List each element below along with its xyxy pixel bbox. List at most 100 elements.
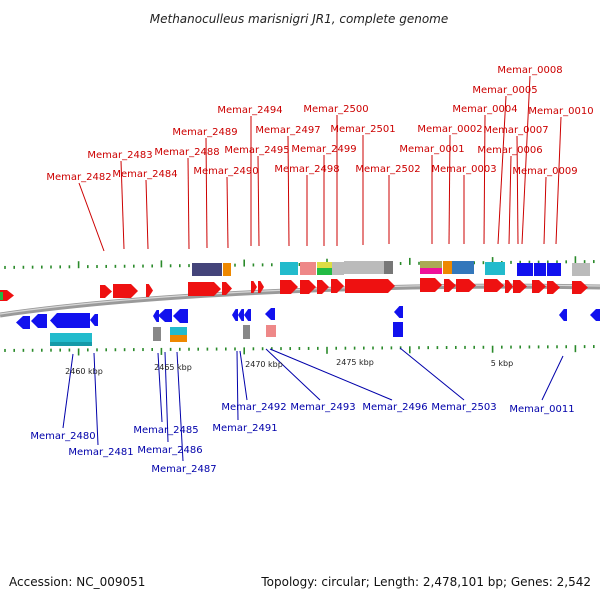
label-connector: [399, 347, 465, 401]
genome-title: Methanoculleus marisnigri JR1, complete …: [150, 12, 449, 26]
reverse-gene-arrow: [244, 309, 251, 321]
gene-label[interactable]: Memar_2485: [133, 425, 198, 436]
gene-label[interactable]: Memar_0001: [399, 144, 464, 155]
gene-label[interactable]: Memar_2486: [137, 445, 202, 456]
gene-label[interactable]: Memar_2496: [362, 402, 427, 413]
label-connector: [516, 135, 519, 245]
reverse-gene-arrow: [158, 309, 172, 322]
gene-label[interactable]: Memar_2494: [217, 105, 282, 116]
gene-label[interactable]: Memar_2491: [212, 423, 277, 434]
gene-label[interactable]: Memar_2490: [193, 166, 258, 177]
domain-box: [170, 335, 187, 342]
label-connector: [543, 176, 547, 245]
gene-label[interactable]: Memar_2488: [154, 147, 219, 158]
domain-box: [280, 262, 298, 275]
label-connector: [62, 353, 74, 429]
label-connector: [164, 351, 169, 443]
gene-label[interactable]: Memar_2483: [87, 150, 152, 161]
domain-box: [485, 262, 505, 275]
label-connector: [483, 114, 486, 245]
domain-box: [393, 322, 403, 337]
domain-box: [420, 261, 442, 268]
label-connector: [145, 179, 149, 250]
upper-tick-marks: [4, 256, 595, 269]
domain-box: [332, 262, 344, 275]
domain-box: [452, 261, 474, 274]
label-connector: [93, 352, 99, 446]
label-connector: [236, 350, 239, 421]
forward-gene-arrow: [420, 278, 442, 292]
gene-label[interactable]: Memar_0002: [417, 124, 482, 135]
reverse-gene-arrow: [16, 316, 30, 329]
gene-label[interactable]: Memar_0008: [497, 65, 562, 76]
gene-label[interactable]: Memar_2487: [151, 464, 216, 475]
label-connector: [555, 116, 562, 245]
gene-label[interactable]: Memar_2501: [330, 124, 395, 135]
upper-label-connectors: [78, 75, 562, 252]
gene-label[interactable]: Memar_2481: [68, 447, 133, 458]
gene-label[interactable]: Memar_2482: [46, 172, 111, 183]
reverse-gene-arrow: [232, 309, 238, 321]
lower-label-connectors: [62, 347, 564, 462]
forward-gene-arrow: [331, 279, 344, 293]
gene-label[interactable]: Memar_0006: [477, 145, 542, 156]
reverse-gene-arrow: [173, 309, 188, 323]
reverse-gene-arrow: [31, 314, 47, 328]
axis-label-2460: 2460 kbp: [65, 367, 103, 376]
label-connector: [497, 95, 507, 245]
gene-label[interactable]: Memar_2499: [291, 144, 356, 155]
forward-gene-arrow: [146, 284, 153, 297]
gene-label[interactable]: Memar_2489: [172, 127, 237, 138]
gene-label[interactable]: Memar_2497: [255, 125, 320, 136]
axis-label-5kbp: 5 kbp: [491, 359, 513, 368]
axis-label-2465: 2465 kbp: [154, 363, 192, 372]
forward-gene-arrow: [572, 281, 588, 294]
gene-label[interactable]: Memar_2502: [355, 164, 420, 175]
label-connector: [287, 135, 290, 247]
label-connector: [257, 155, 260, 247]
gene-label[interactable]: Memar_2495: [224, 145, 289, 156]
gene-label[interactable]: Memar_0005: [472, 85, 537, 96]
gene-label[interactable]: Memar_2498: [274, 164, 339, 175]
forward-gene-arrow: [188, 282, 221, 296]
domain-box: [192, 263, 222, 276]
gene-label[interactable]: Memar_0010: [528, 106, 593, 117]
gene-label[interactable]: Memar_2500: [303, 104, 368, 115]
reverse-gene-arrow: [265, 308, 275, 320]
forward-gene-arrow: [444, 279, 456, 292]
gene-label[interactable]: Memar_2484: [112, 169, 177, 180]
reverse-strand-genes: [16, 306, 600, 329]
protein-domain-boxes: [0, 261, 590, 346]
gene-label[interactable]: Memar_0009: [512, 166, 577, 177]
gene-label[interactable]: Memar_0004: [452, 104, 517, 115]
label-connector: [187, 157, 190, 250]
lower-tick-marks: [4, 345, 595, 356]
gene-label[interactable]: Memar_0011: [509, 404, 574, 415]
gene-label[interactable]: Memar_2480: [30, 431, 95, 442]
domain-box: [170, 327, 187, 335]
accession-text: Accession: NC_009051: [9, 575, 145, 589]
domain-box: [317, 262, 332, 268]
label-connector: [78, 182, 105, 252]
domain-box: [344, 261, 384, 274]
forward-gene-arrow: [345, 279, 395, 293]
forward-gene-arrow: [258, 281, 264, 293]
label-connector: [265, 348, 321, 401]
gene-label[interactable]: Memar_0007: [483, 125, 548, 136]
reverse-gene-arrow: [394, 306, 403, 318]
label-connector: [205, 137, 208, 249]
label-connector: [226, 176, 229, 249]
forward-gene-arrow: [317, 280, 329, 294]
label-connector: [521, 75, 531, 245]
domain-box: [50, 342, 92, 346]
gene-label[interactable]: Memar_2503: [431, 402, 496, 413]
gene-label[interactable]: Memar_2493: [290, 402, 355, 413]
domain-box: [517, 263, 533, 276]
forward-strand-genes: [0, 278, 588, 301]
domain-box: [223, 263, 231, 276]
domain-box: [266, 325, 276, 337]
gene-label[interactable]: Memar_2492: [221, 402, 286, 413]
label-connector: [541, 355, 564, 401]
gene-label[interactable]: Memar_0003: [431, 164, 496, 175]
